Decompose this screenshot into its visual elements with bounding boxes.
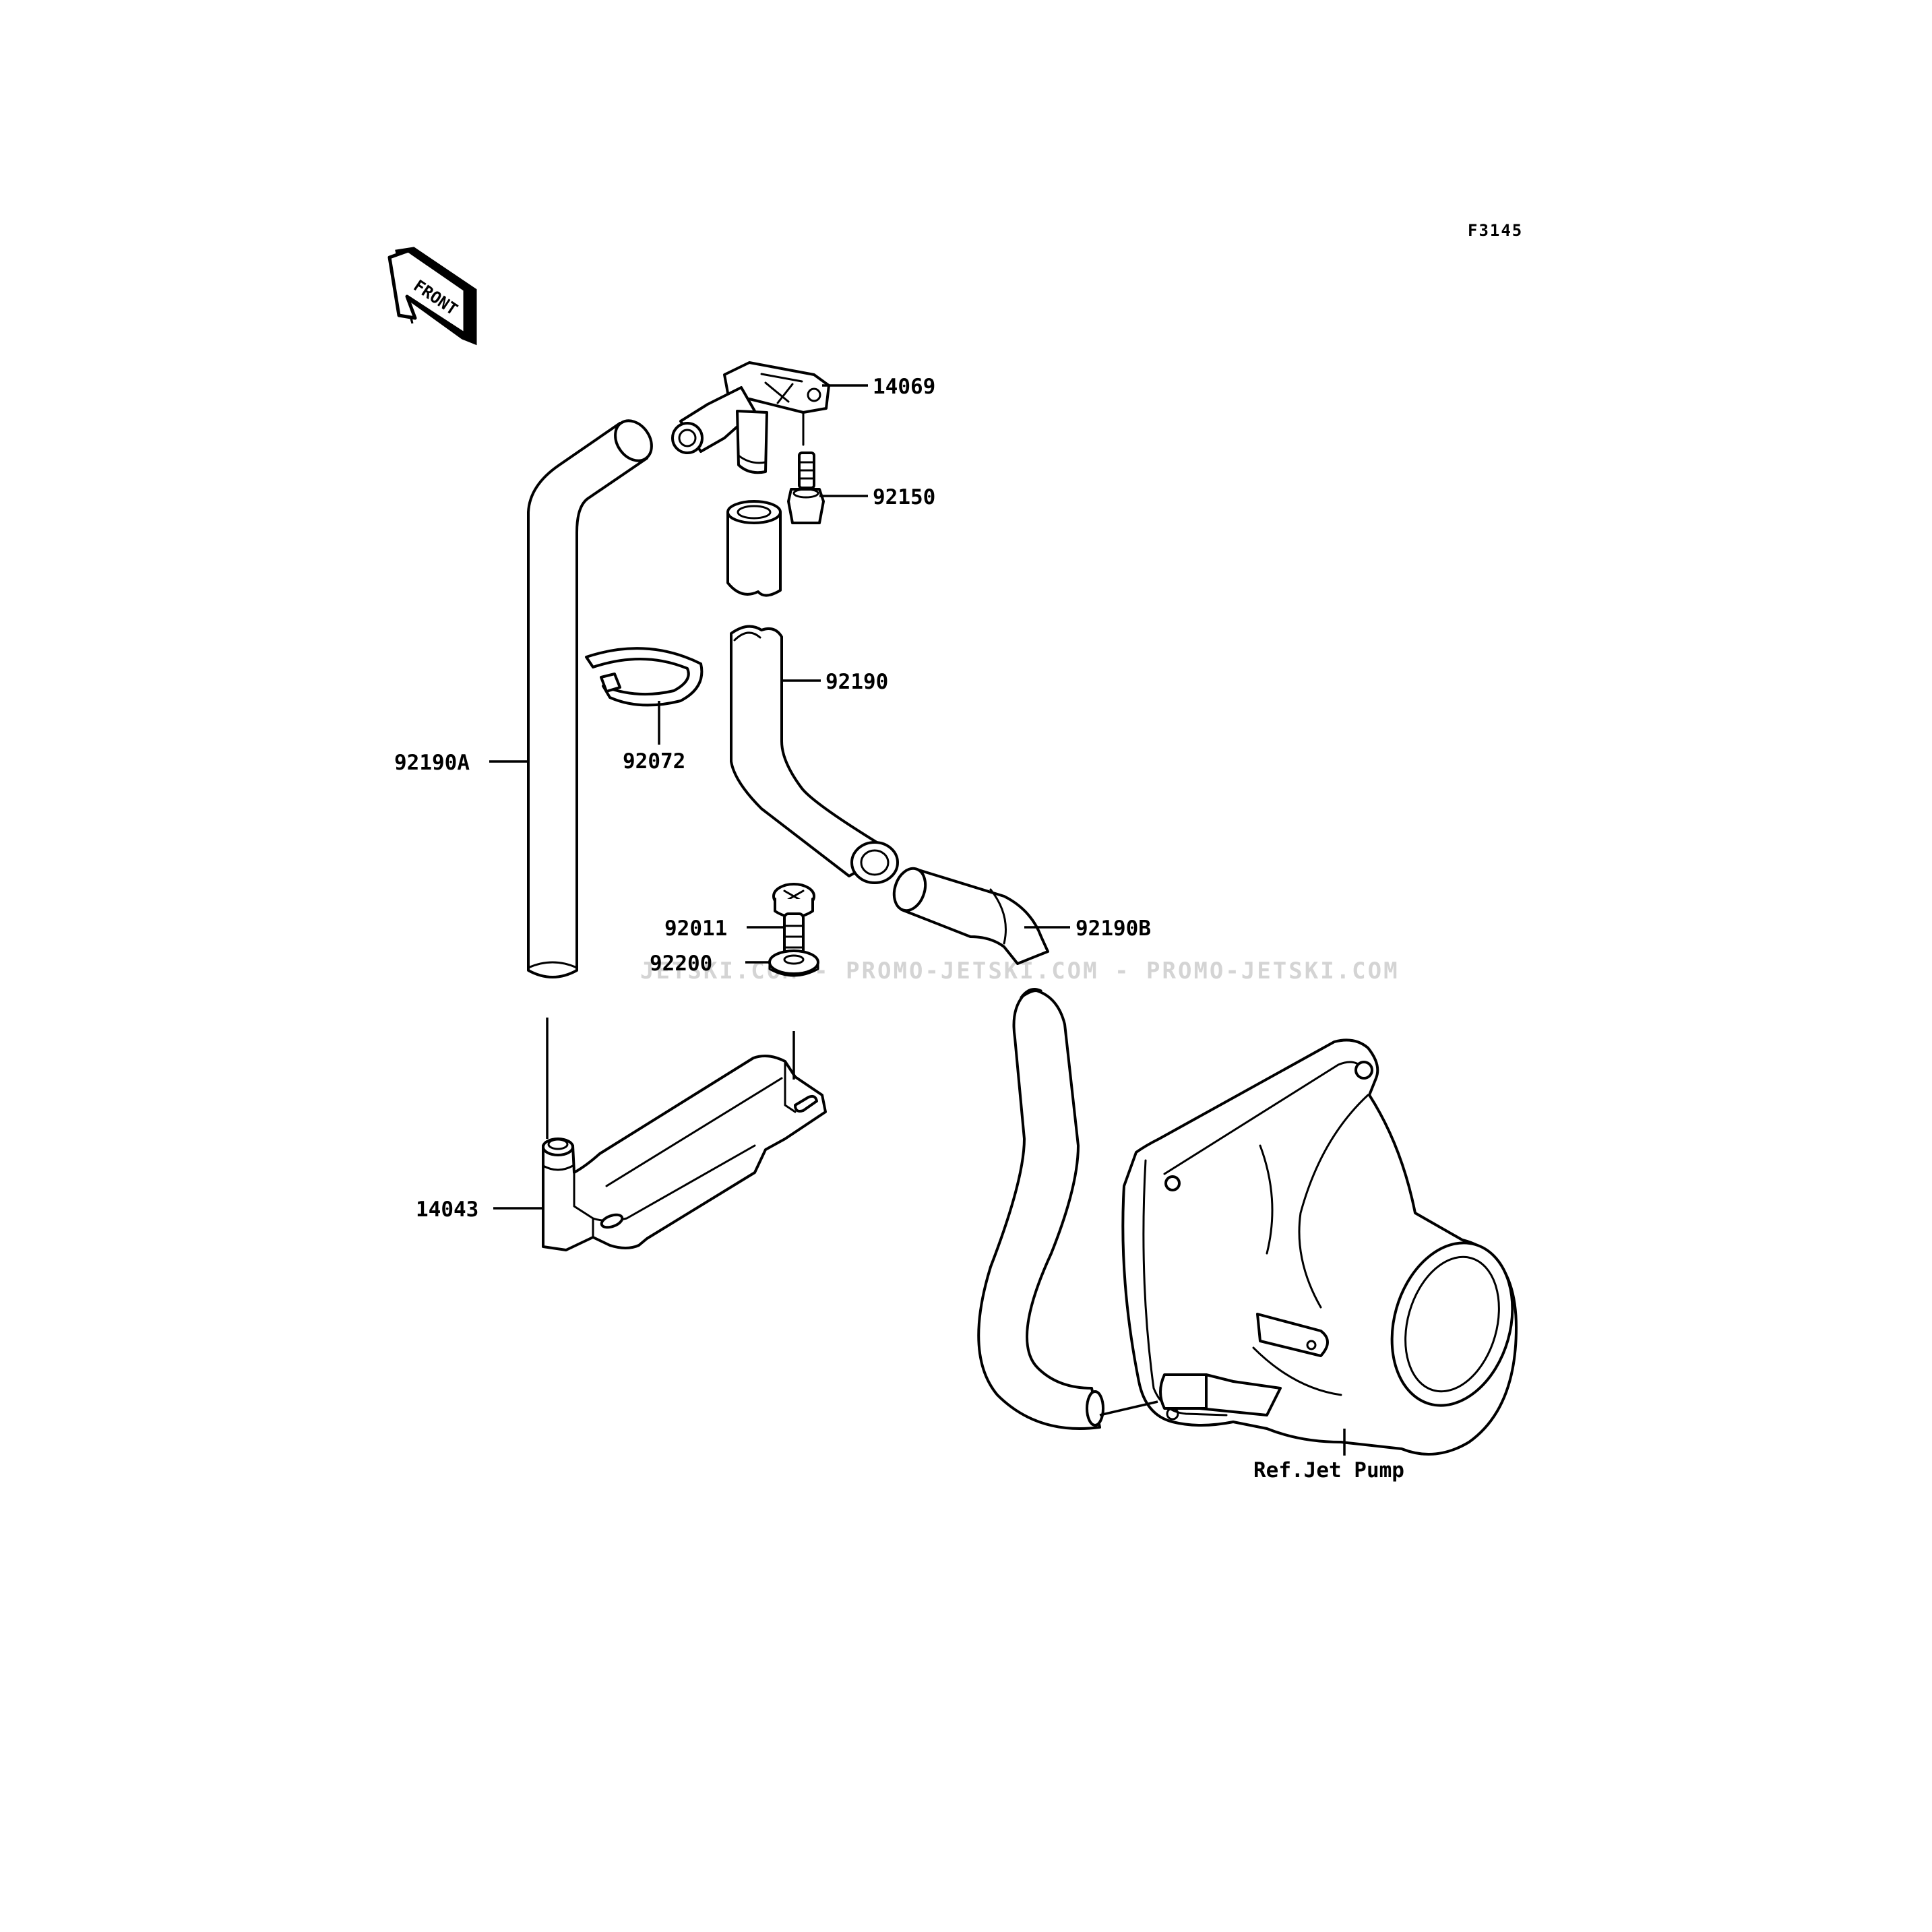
label-14069[interactable]: 14069 (873, 375, 935, 399)
part-labels: 14069 92150 92190 92072 92190A 92011 921… (394, 375, 1404, 1483)
clamp-92072[interactable] (585, 647, 704, 707)
jet-pump-reference (1099, 1038, 1518, 1456)
front-arrow-icon: FRONT (387, 247, 477, 346)
figure-code: F3145 (1468, 221, 1523, 240)
label-jet-pump-reference: Ref.Jet Pump (1253, 1458, 1404, 1483)
bracket-14043[interactable] (542, 1054, 827, 1251)
label-92011[interactable]: 92011 (664, 916, 727, 941)
hose-92190B[interactable] (889, 865, 1049, 965)
label-92190A[interactable]: 92190A (394, 751, 470, 775)
washer-92200[interactable] (768, 949, 819, 977)
bolt-92011[interactable] (772, 883, 815, 956)
hose-92190[interactable] (730, 625, 899, 884)
hose-92190A[interactable] (527, 414, 659, 978)
short-hose[interactable] (726, 500, 782, 597)
label-92190[interactable]: 92190 (825, 670, 888, 694)
fitting-92150[interactable] (787, 411, 825, 524)
label-14043[interactable]: 14043 (416, 1197, 478, 1222)
leader-lines (489, 384, 1346, 1456)
label-92200[interactable]: 92200 (650, 952, 712, 976)
fitting-14069[interactable] (671, 361, 830, 474)
label-92150[interactable]: 92150 (873, 485, 935, 509)
hose-to-jet-pump[interactable] (977, 988, 1104, 1430)
label-92072[interactable]: 92072 (623, 749, 685, 774)
label-92190B[interactable]: 92190B (1076, 916, 1151, 941)
